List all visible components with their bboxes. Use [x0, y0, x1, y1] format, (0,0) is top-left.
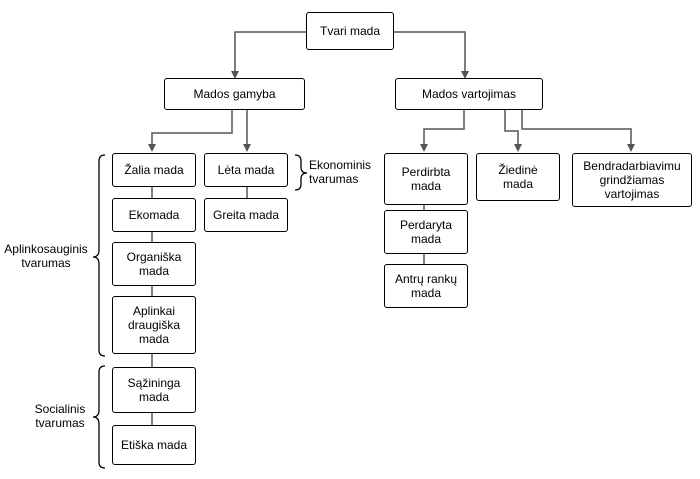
connector-gamyba-zalia: [148, 110, 233, 152]
node-perdaryta-mada: Perdaryta mada: [384, 210, 468, 254]
node-organiska-mada: Organiška mada: [112, 242, 196, 286]
node-ziedine-mada: Žiedinė mada: [476, 153, 560, 201]
connector-vartojimas-perdirbta: [420, 110, 465, 152]
label-aplinkosauginis-tvarumas: Aplinkosauginis tvarumas: [4, 242, 88, 270]
connector-root-vartojimas: [394, 31, 469, 79]
node-sazininga-mada: Sąžininga mada: [112, 367, 196, 413]
node-greita-mada: Greita mada: [204, 198, 288, 232]
brace-ekonominis: [294, 154, 308, 191]
node-antru-ranku-mada: Antrų rankų mada: [384, 264, 468, 308]
node-perdirbta-mada: Perdirbta mada: [384, 153, 468, 205]
brace-aplinkosauginis: [92, 154, 106, 357]
connector-vartojimas-bendradarbiavimu: [521, 110, 635, 152]
node-zalia-mada: Žalia mada: [112, 153, 196, 187]
node-mados-gamyba: Mados gamyba: [164, 78, 305, 110]
node-bendradarbiavimu-vartojimas: Bendradarbiavimu grindžiamas vartojimas: [572, 153, 692, 207]
node-leta-mada: Lėta mada: [204, 153, 288, 187]
label-ekonominis-tvarumas: Ekonominis tvarumas: [309, 158, 372, 186]
node-aplinkai-draugiska-mada: Aplinkai draugiška mada: [112, 296, 196, 354]
label-socialinis-tvarumas: Socialinis tvarumas: [34, 402, 86, 430]
connector-vartojimas-ziedine: [504, 110, 522, 152]
node-tvari-mada: Tvari mada: [306, 12, 394, 50]
node-etiska-mada: Etiška mada: [112, 425, 196, 465]
node-mados-vartojimas: Mados vartojimas: [395, 78, 543, 110]
connector-root-gamyba: [231, 31, 306, 79]
brace-socialinis: [92, 365, 106, 469]
node-ekomada: Ekomada: [112, 198, 196, 232]
